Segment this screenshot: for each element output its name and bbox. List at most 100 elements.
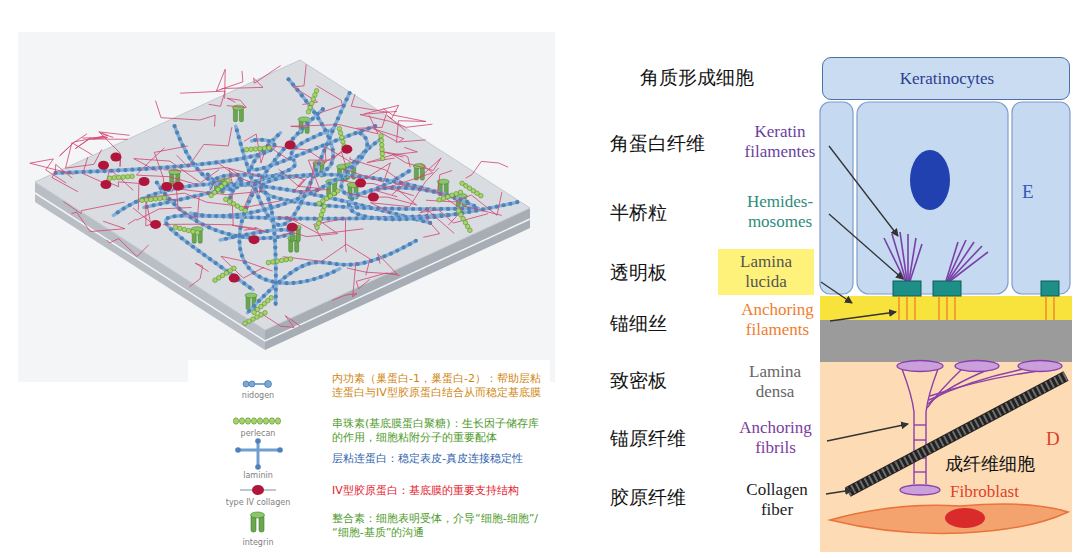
- chain-bead: [201, 183, 205, 187]
- chain-bead: [262, 166, 266, 170]
- chain-bead: [227, 232, 231, 236]
- chain-bead: [200, 213, 204, 217]
- chain-bead: [392, 179, 396, 183]
- chain-bead: [397, 207, 401, 211]
- perlecan-bead: [379, 143, 384, 148]
- chain-bead: [274, 280, 278, 284]
- chain-bead: [295, 154, 299, 158]
- chain-bead: [276, 204, 280, 208]
- chain-bead: [215, 176, 219, 180]
- chain-bead: [333, 178, 337, 182]
- chain-bead: [248, 285, 252, 289]
- chain-bead: [231, 189, 235, 193]
- chain-bead: [360, 155, 364, 159]
- chain-bead: [315, 173, 319, 177]
- chain-bead: [249, 211, 253, 215]
- perlecan-bead: [441, 196, 446, 201]
- chain-bead: [200, 214, 204, 218]
- laminin-fiber: [356, 273, 399, 289]
- chain-bead: [271, 186, 275, 190]
- chain-bead: [398, 217, 402, 221]
- perlecan-bead: [379, 138, 384, 143]
- perlecan-bead: [316, 221, 321, 226]
- chain-bead: [382, 254, 386, 258]
- chain-bead: [263, 208, 267, 212]
- chain-bead: [272, 195, 276, 199]
- region-letter: E: [1022, 181, 1034, 203]
- chain-bead: [274, 273, 278, 277]
- collagen-iv-node: [110, 153, 121, 162]
- perlecan-bead: [178, 226, 183, 231]
- chain-bead: [244, 232, 248, 236]
- laminin-fiber: [227, 98, 247, 107]
- dermis-region: D成纤维细胞Fibroblast: [820, 362, 1072, 552]
- icon-label: perlecan: [218, 429, 298, 438]
- layer-label-zh: 角蛋白纤维: [610, 133, 705, 155]
- laminin-fiber: [221, 256, 273, 278]
- perlecan-bead: [317, 201, 322, 206]
- chain-bead: [247, 266, 251, 270]
- cell-nucleus: [910, 150, 950, 210]
- chain-bead: [172, 202, 176, 206]
- chain-bead: [367, 126, 371, 130]
- perlecan-bead: [339, 135, 344, 140]
- laminin-fiber: [180, 91, 225, 106]
- collagen-iv-chain: [239, 109, 339, 283]
- anchoring-fibril: [914, 471, 926, 472]
- part-label: Lamina densa: [735, 362, 815, 401]
- chain-bead: [273, 245, 277, 249]
- chain-bead: [207, 225, 211, 229]
- chain-bead: [200, 162, 204, 166]
- chain-bead: [271, 174, 275, 178]
- chain-bead: [239, 142, 243, 146]
- chain-bead: [307, 261, 311, 265]
- collagen-iv-node: [98, 161, 109, 170]
- laminin-fiber: [420, 207, 488, 223]
- perlecan-bead: [116, 175, 121, 180]
- collagen-iv-node: [150, 220, 161, 229]
- chain-bead: [178, 137, 182, 141]
- legend-text: IV型胶原蛋白：基底膜的重要支持结构: [332, 484, 547, 498]
- chain-bead: [214, 261, 218, 265]
- chain-bead: [274, 177, 278, 181]
- perlecan-bead: [252, 310, 257, 315]
- chain-bead: [264, 169, 268, 173]
- layer-label-zh: 锚细丝: [610, 313, 667, 335]
- perlecan-bead: [269, 418, 274, 424]
- chain-bead: [325, 167, 329, 171]
- chain-bead: [274, 266, 278, 270]
- laminin-fiber: [394, 183, 501, 215]
- chain-bead: [276, 223, 280, 227]
- laminin-fiber: [66, 143, 102, 169]
- membrane-slab: [35, 60, 530, 330]
- chain-bead: [347, 216, 351, 220]
- perlecan-bead: [319, 213, 324, 218]
- panel-ground: [18, 32, 555, 382]
- chain-bead: [281, 176, 285, 180]
- chain-bead: [283, 275, 287, 279]
- perlecan-bead: [306, 109, 311, 114]
- chain-bead: [401, 245, 405, 249]
- chain-bead: [301, 173, 305, 177]
- chain-bead: [235, 213, 239, 217]
- leader-arrow: [826, 490, 852, 494]
- chain-bead: [88, 170, 92, 174]
- chain-bead: [300, 93, 304, 97]
- epidermal-cell: [1012, 102, 1070, 294]
- chain-bead: [193, 212, 197, 216]
- chain-bead: [123, 168, 127, 172]
- chain-bead: [249, 175, 253, 179]
- chain-bead: [253, 187, 257, 191]
- chain-bead: [365, 143, 369, 147]
- laminin-fiber: [373, 129, 425, 143]
- chain-bead: [273, 252, 277, 256]
- chain-bead: [257, 299, 261, 303]
- epidermal-cell: [820, 102, 853, 294]
- collagen-iv-node: [249, 235, 260, 244]
- chain-bead: [350, 197, 354, 201]
- chain-bead: [74, 170, 78, 174]
- collagen-iv-node: [287, 223, 298, 232]
- chain-bead: [237, 135, 241, 139]
- laminin-fiber: [60, 134, 105, 156]
- perlecan-bead: [244, 147, 249, 152]
